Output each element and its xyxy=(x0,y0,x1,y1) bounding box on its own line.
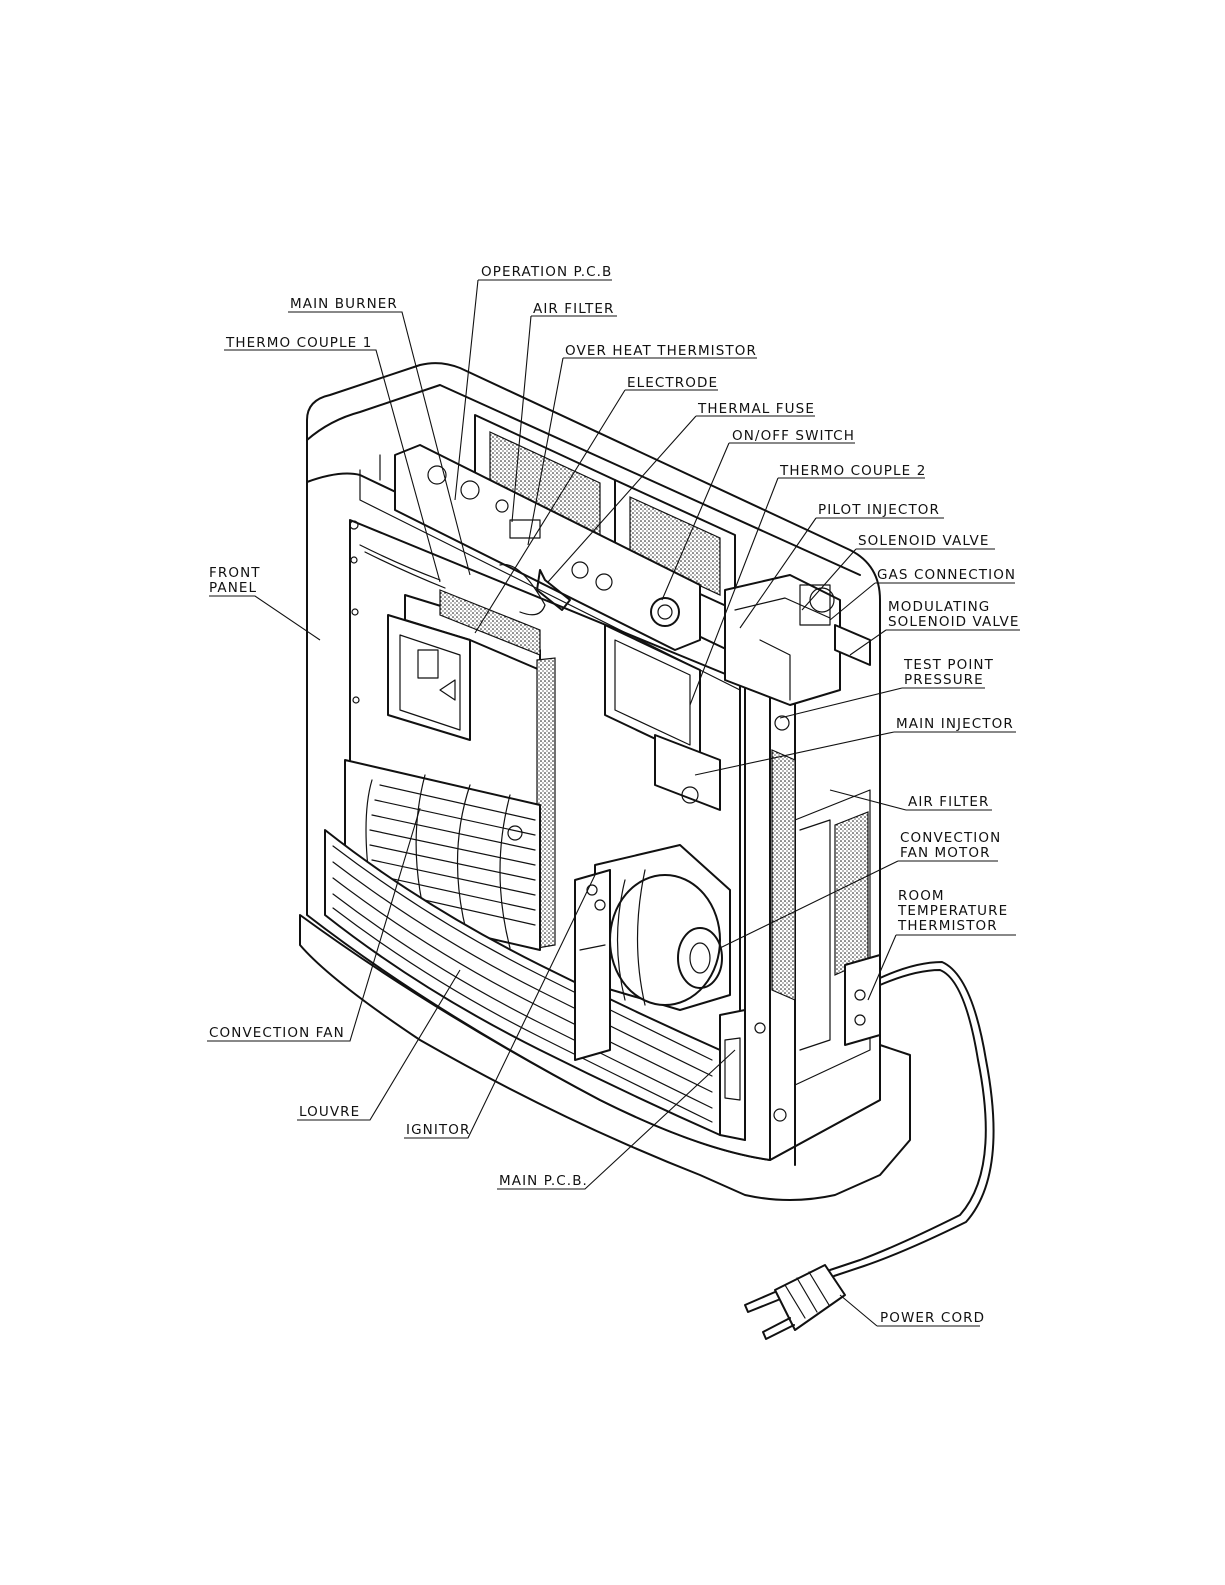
label-main-pcb: MAIN P.C.B. xyxy=(499,1173,588,1189)
label-room-temp-line3: THERMISTOR xyxy=(897,918,998,934)
label-gas-connection: GAS CONNECTION xyxy=(877,567,1016,583)
power-cord-part xyxy=(744,954,995,1340)
label-louvre: LOUVRE xyxy=(299,1104,360,1120)
burner-assembly xyxy=(359,544,571,949)
convection-fan-motor-part xyxy=(594,844,731,1011)
label-front-panel-line1: FRONT xyxy=(209,565,261,581)
label-air-filter-top: AIR FILTER xyxy=(533,301,614,317)
label-modulating-line2: SOLENOID VALVE xyxy=(888,614,1019,630)
label-ignitor: IGNITOR xyxy=(406,1122,470,1138)
label-modulating-line1: MODULATING xyxy=(888,599,990,615)
part-labels: OPERATION P.C.B MAIN BURNER AIR FILTER T… xyxy=(209,264,1019,1326)
label-over-heat-thermistor: OVER HEAT THERMISTOR xyxy=(565,343,757,359)
label-operation-pcb: OPERATION P.C.B xyxy=(481,264,612,280)
label-thermal-fuse: THERMAL FUSE xyxy=(697,401,815,417)
label-room-temp-line1: ROOM xyxy=(898,888,945,904)
leader-lines xyxy=(207,279,1020,1327)
ignitor-bracket xyxy=(574,869,746,1141)
label-fan-motor-line2: FAN MOTOR xyxy=(900,845,991,861)
label-room-temp-line2: TEMPERATURE xyxy=(897,903,1008,919)
label-convection-fan: CONVECTION FAN xyxy=(209,1025,345,1041)
label-thermo-couple-1: THERMO COUPLE 1 xyxy=(225,335,372,351)
label-electrode: ELECTRODE xyxy=(627,375,718,391)
label-front-panel-line2: PANEL xyxy=(209,580,257,596)
label-main-injector: MAIN INJECTOR xyxy=(896,716,1014,732)
label-test-point-line2: PRESSURE xyxy=(904,672,984,688)
label-thermo-couple-2: THERMO COUPLE 2 xyxy=(779,463,926,479)
label-fan-motor-line1: CONVECTION xyxy=(900,830,1001,846)
label-test-point-line1: TEST POINT xyxy=(903,657,994,673)
operation-pcb-part xyxy=(394,444,701,651)
label-on-off-switch: ON/OFF SWITCH xyxy=(732,428,855,444)
label-power-cord: POWER CORD xyxy=(880,1310,985,1326)
label-main-burner: MAIN BURNER xyxy=(290,296,398,312)
label-pilot-injector: PILOT INJECTOR xyxy=(818,502,940,518)
label-solenoid-valve: SOLENOID VALVE xyxy=(858,533,989,549)
label-air-filter-side: AIR FILTER xyxy=(908,794,989,810)
